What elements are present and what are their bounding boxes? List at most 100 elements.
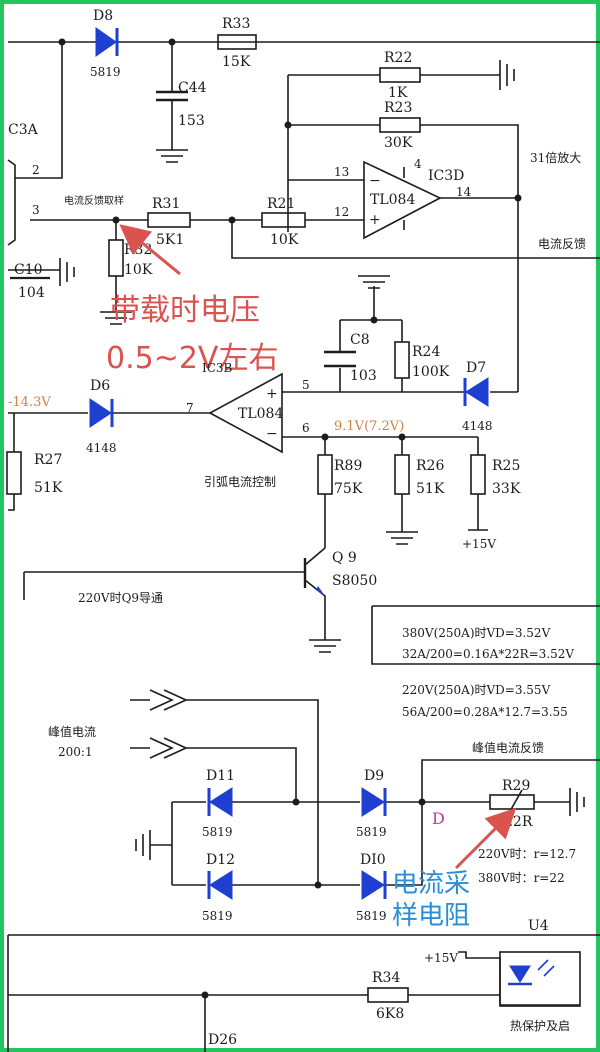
svg-text:DI0: DI0 <box>360 852 386 868</box>
svg-text:5819: 5819 <box>202 825 233 839</box>
capacitor-c8: C8 103 <box>324 332 377 384</box>
node-d-label: D <box>432 809 445 828</box>
capacitor-c10: C10 104 <box>10 262 50 301</box>
svg-text:100K: 100K <box>412 364 450 380</box>
svg-text:75K: 75K <box>334 481 363 497</box>
svg-text:电流采: 电流采 <box>392 869 470 899</box>
svg-text:Q 9: Q 9 <box>332 550 357 566</box>
svg-text:4: 4 <box>414 157 422 171</box>
svg-text:104: 104 <box>18 285 45 301</box>
svg-text:R22: R22 <box>384 50 412 66</box>
svg-text:153: 153 <box>178 113 205 129</box>
ground-r26 <box>386 531 418 545</box>
r-380-label: 380V时：r=22 <box>478 871 565 885</box>
ground-r32 <box>100 311 132 325</box>
capacitor-c44: C44 153 <box>156 80 207 129</box>
svg-text:IC3B: IC3B <box>202 361 233 375</box>
transistor-q9: Q 9 S8050 <box>23 547 377 640</box>
load-voltage-annotation: 带载时电压 0.5~2V左右 <box>106 224 278 376</box>
svg-text:TL084: TL084 <box>238 406 283 422</box>
svg-text:D6: D6 <box>90 378 110 394</box>
svg-text:−: − <box>369 173 381 189</box>
voltage-neg-label: -14.3V <box>8 395 51 410</box>
svg-text:5: 5 <box>302 378 310 392</box>
svg-text:220V(250A)时VD=3.55V: 220V(250A)时VD=3.55V <box>402 683 551 697</box>
diode-d11: D11 5819 <box>202 768 235 839</box>
svg-text:10K: 10K <box>124 262 153 278</box>
svg-text:D8: D8 <box>93 8 113 24</box>
svg-text:13: 13 <box>334 165 349 179</box>
ground-r29 <box>569 788 585 816</box>
svg-text:5K1: 5K1 <box>156 232 184 248</box>
sample-resistor-annotation: 电流采 样电阻 <box>392 807 517 931</box>
svg-text:R26: R26 <box>416 458 444 474</box>
svg-text:5819: 5819 <box>356 909 387 923</box>
svg-text:TL084: TL084 <box>370 192 415 208</box>
svg-text:热保护及启: 热保护及启 <box>510 1019 570 1033</box>
svg-text:R33: R33 <box>222 16 250 32</box>
svg-text:+15V: +15V <box>424 951 458 965</box>
svg-text:32A/200=0.16A*22R=3.52V: 32A/200=0.16A*22R=3.52V <box>402 647 574 661</box>
svg-text:1K: 1K <box>388 85 408 101</box>
resistor-r23: R23 30K <box>379 100 421 151</box>
junction-dots <box>58 38 522 999</box>
current-transformer: 峰值电流 200:1 <box>48 689 319 885</box>
svg-text:R24: R24 <box>412 344 440 360</box>
svg-text:+: + <box>266 386 278 402</box>
ground-q9 <box>309 639 341 653</box>
diode-d9: D9 5819 <box>356 768 387 839</box>
peak-feedback-label: 峰值电流反馈 <box>472 740 544 755</box>
svg-text:C3A: C3A <box>8 122 39 138</box>
arc-control-label: 引弧电流控制 <box>204 475 276 489</box>
svg-text:IC3D: IC3D <box>428 168 464 184</box>
r27-wire <box>8 413 15 511</box>
current-feedback-label: 电流反馈 <box>538 237 586 251</box>
svg-text:12: 12 <box>334 205 349 219</box>
svg-text:14: 14 <box>456 185 472 199</box>
svg-text:R31: R31 <box>152 196 180 212</box>
svg-text:D7: D7 <box>466 360 486 376</box>
ground-c10 <box>59 258 75 286</box>
diode-d12: D12 5819 <box>202 852 235 923</box>
svg-text:C10: C10 <box>14 262 43 278</box>
svg-text:2: 2 <box>32 163 40 177</box>
svg-text:6K8: 6K8 <box>376 1006 404 1022</box>
svg-text:R29: R29 <box>502 778 530 794</box>
svg-text:5819: 5819 <box>202 909 233 923</box>
svg-text:带载时电压: 带载时电压 <box>110 293 260 328</box>
diode-d10: DI0 5819 <box>356 852 387 923</box>
ground-c8 <box>358 275 390 320</box>
svg-text:C8: C8 <box>350 332 370 348</box>
svg-text:7: 7 <box>186 401 194 415</box>
svg-text:R23: R23 <box>384 100 412 116</box>
svg-text:S8050: S8050 <box>332 573 377 589</box>
svg-text:+: + <box>369 212 381 228</box>
diode-d6: D6 4148 <box>86 378 117 455</box>
resistor-r89: R89 75K <box>317 437 363 548</box>
svg-text:56A/200=0.28A*12.7=3.55: 56A/200=0.28A*12.7=3.55 <box>402 705 568 719</box>
svg-text:3: 3 <box>32 203 40 217</box>
resistor-r26: R26 51K <box>394 437 445 532</box>
pin6-voltage-label: 9.1V(7.2V) <box>334 419 404 434</box>
resistor-r21: R21 10K <box>261 196 306 248</box>
svg-text:5819: 5819 <box>90 65 121 79</box>
svg-text:峰值电流: 峰值电流 <box>48 724 96 739</box>
output-wire <box>386 759 600 886</box>
svg-text:380V(250A)时VD=3.52V: 380V(250A)时VD=3.52V <box>402 626 551 640</box>
svg-text:C44: C44 <box>178 80 207 96</box>
svg-text:33K: 33K <box>492 481 521 497</box>
svg-text:R32: R32 <box>124 242 152 258</box>
svg-text:15K: 15K <box>222 54 251 70</box>
svg-text:10K: 10K <box>270 232 299 248</box>
svg-text:4148: 4148 <box>462 419 493 433</box>
svg-text:+15V: +15V <box>462 537 496 551</box>
ground-c44 <box>156 149 188 163</box>
optocoupler-u4: U4 +15V 热保护及启 <box>8 918 600 1033</box>
svg-text:30K: 30K <box>384 135 413 151</box>
resistor-r31: R31 5K1 <box>147 196 191 248</box>
q9-note: 220V时Q9导通 <box>78 591 163 605</box>
gain-label: 31倍放大 <box>530 150 581 165</box>
opamp-ic3a: C3A 2 3 <box>7 122 40 246</box>
svg-text:−: − <box>266 426 278 442</box>
